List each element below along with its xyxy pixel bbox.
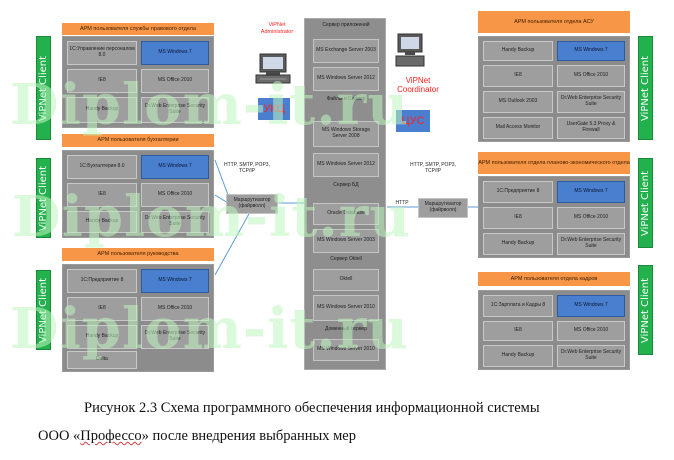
router-right-link-label: HTTP — [395, 200, 409, 207]
planning-backup-cell: Handy Backup — [483, 233, 553, 255]
planning-group-header: АРМ пользователя отдела планово-экономич… — [478, 152, 630, 174]
hr-backup-cell: Handy Backup — [483, 345, 553, 367]
accounting-group-header: АРМ пользователя бухгалтерии — [62, 134, 214, 147]
legal-antivirus-cell: Dr.Web Enterprise Security Suite — [141, 97, 209, 123]
admin-computer-icon — [252, 52, 296, 86]
company-name: Профессо — [80, 428, 142, 444]
windows-server-2012-a: MS Windows Server 2012 — [313, 67, 379, 91]
vipnet-client-management: ViPNet Client — [36, 270, 51, 350]
hr-group-header: АРМ пользователя отдела кадров — [478, 272, 630, 286]
windows-server-2012-b: MS Windows Server 2012 — [313, 153, 379, 177]
planning-browser-cell: IE8 — [483, 207, 553, 229]
coordinator-computer-icon — [395, 32, 425, 74]
vipnet-client-accounting: ViPNet Client — [36, 158, 51, 238]
hr-browser-cell: IE8 — [483, 321, 553, 341]
line-accounting-to-router — [214, 194, 229, 204]
management-office-cell: MS Office 2010 — [141, 297, 209, 321]
diagram: ViPNet Client ViPNet Client ViPNet Clien… — [10, 11, 653, 372]
management-browser-cell: IE8 — [67, 297, 137, 321]
legal-group-header: АРМ пользователя службы правового отдела — [62, 23, 214, 35]
hr-office-cell: MS Office 2010 — [557, 321, 625, 341]
oktell-server-label: Сервер Oktell — [330, 256, 362, 263]
line-legal-to-router — [214, 159, 229, 196]
vipnet-client-legal: ViPNet Client — [36, 36, 51, 140]
windows-server-2003: MS Windows Server 2003 — [313, 229, 379, 253]
admin-label: ViPNet Administrator — [260, 22, 294, 35]
accounting-group: 1С:Бухгалтерия 8.0 MS Windows 7 IE8 MS O… — [62, 150, 214, 238]
oracle-database: Oracle Database — [313, 203, 379, 225]
hr-antivirus-cell: Dr.Web Enterprise Security Suite — [557, 345, 625, 367]
asu-office-cell: MS Office 2010 — [557, 65, 625, 87]
management-app-cell: 1С:Предприятие 8 — [67, 269, 137, 293]
caption-prefix: ООО « — [38, 428, 81, 444]
accounting-backup-cell: Handy Backup — [67, 211, 137, 233]
windows-server-2010-a: MS Windows Server 2010 — [313, 295, 379, 321]
domain-server-label: Доменный сервер — [325, 326, 367, 333]
hr-os-cell: MS Windows 7 — [557, 295, 625, 317]
legal-backup-cell: Handy Backup — [67, 97, 137, 123]
figure-caption-line2: ООО «Профессо» после внедрения выбранных… — [38, 428, 638, 445]
connector-lines — [214, 159, 478, 276]
oktell: Oktell — [313, 269, 379, 291]
management-group-header: АРМ пользователя руководства — [62, 248, 214, 261]
storage-server: MS Windows Storage Server 2008 — [313, 121, 379, 147]
accounting-antivirus-cell: Dr.Web Enterprise Security Suite — [141, 211, 209, 233]
asu-backup-cell: Handy Backup — [483, 41, 553, 61]
caption-suffix: » после внедрения выбранных мер — [141, 428, 356, 444]
router-right: Маршрутизатор (файрволл) — [418, 198, 468, 218]
asu-antivirus-cell: Dr.Web Enterprise Security Suite — [557, 91, 625, 113]
asu-outlook-cell: MS Outlook 2003 — [483, 91, 553, 113]
legal-office-cell: MS Office 2010 — [141, 69, 209, 93]
management-group: 1С:Предприятие 8 MS Windows 7 IE8 MS Off… — [62, 264, 214, 372]
accounting-app-cell: 1С:Бухгалтерия 8.0 — [67, 155, 137, 179]
management-os-cell: MS Windows 7 — [141, 269, 209, 293]
exchange-server: MS Exchange Server 2003 — [313, 39, 379, 63]
coordinator-label: ViPNet Coordinator — [397, 76, 439, 95]
hr-app-cell: 1С:Зарплата и Кадры 8 — [483, 295, 553, 317]
server-column: Сервер приложений MS Exchange Server 200… — [304, 18, 386, 370]
router-left-protocols: HTTP, SMTP, POP3, TCP/IP — [224, 162, 270, 174]
router-left: Маршрутизатор (файрволл) — [226, 194, 278, 214]
asu-group-header: АРМ пользователя отдела АСУ — [478, 11, 630, 33]
legal-group: 1С:Управление персоналом 8.0 MS Windows … — [62, 36, 214, 128]
asu-os-cell: MS Windows 7 — [557, 41, 625, 61]
asu-mail-monitor-cell: Mail Access Monitor — [483, 117, 553, 139]
figure-caption-line1: Рисунок 2.3 Схема программного обеспечен… — [84, 400, 540, 416]
legal-app-cell: 1С:Управление персоналом 8.0 — [67, 41, 137, 65]
vipnet-client-hr: ViPNet Client — [638, 265, 653, 355]
hr-group: 1С:Зарплата и Кадры 8 MS Windows 7 IE8 M… — [478, 290, 630, 370]
router-right-protocols: HTTP, SMTP, POP3, TCP/IP — [410, 162, 456, 174]
planning-os-cell: MS Windows 7 — [557, 181, 625, 203]
planning-office-cell: MS Office 2010 — [557, 207, 625, 229]
accounting-browser-cell: IE8 — [67, 183, 137, 207]
legal-browser-cell: IE8 — [67, 69, 137, 93]
planning-group: 1С:Предприятие 8 MS Windows 7 IE8 MS Off… — [478, 176, 630, 258]
cus-badge: ЦУС — [396, 110, 430, 132]
vipnet-client-asu: ViPNet Client — [638, 36, 653, 140]
windows-server-2010-b: MS Windows Server 2010 — [313, 339, 379, 361]
planning-app-cell: 1С:Предприятие 8 — [483, 181, 553, 203]
vipnet-client-planning: ViPNet Client — [638, 158, 653, 248]
accounting-office-cell: MS Office 2010 — [141, 183, 209, 207]
db-server-label: Сервер БД — [333, 182, 359, 189]
file-server-label: Файлы и Сервер — [326, 96, 366, 103]
asu-usergate-cell: UserGate 5.3 Proxy & Firewall — [557, 117, 625, 139]
management-backup-cell: Handy Backup — [67, 325, 137, 349]
management-antivirus-cell: Dr.Web Enterprise Security Suite — [141, 325, 209, 349]
asu-group: Handy Backup MS Windows 7 IE8 MS Office … — [478, 36, 630, 142]
asu-browser-cell: IE8 — [483, 65, 553, 87]
planning-antivirus-cell: Dr.Web Enterprise Security Suite — [557, 233, 625, 255]
server-title: Сервер приложений — [322, 22, 370, 29]
accounting-os-cell: MS Windows 7 — [141, 155, 209, 179]
legal-os-cell: MS Windows 7 — [141, 41, 209, 65]
ukc-badge: УКЦ — [258, 98, 290, 120]
line-management-to-router — [214, 211, 251, 276]
management-extra-cell: Delta — [67, 351, 137, 369]
